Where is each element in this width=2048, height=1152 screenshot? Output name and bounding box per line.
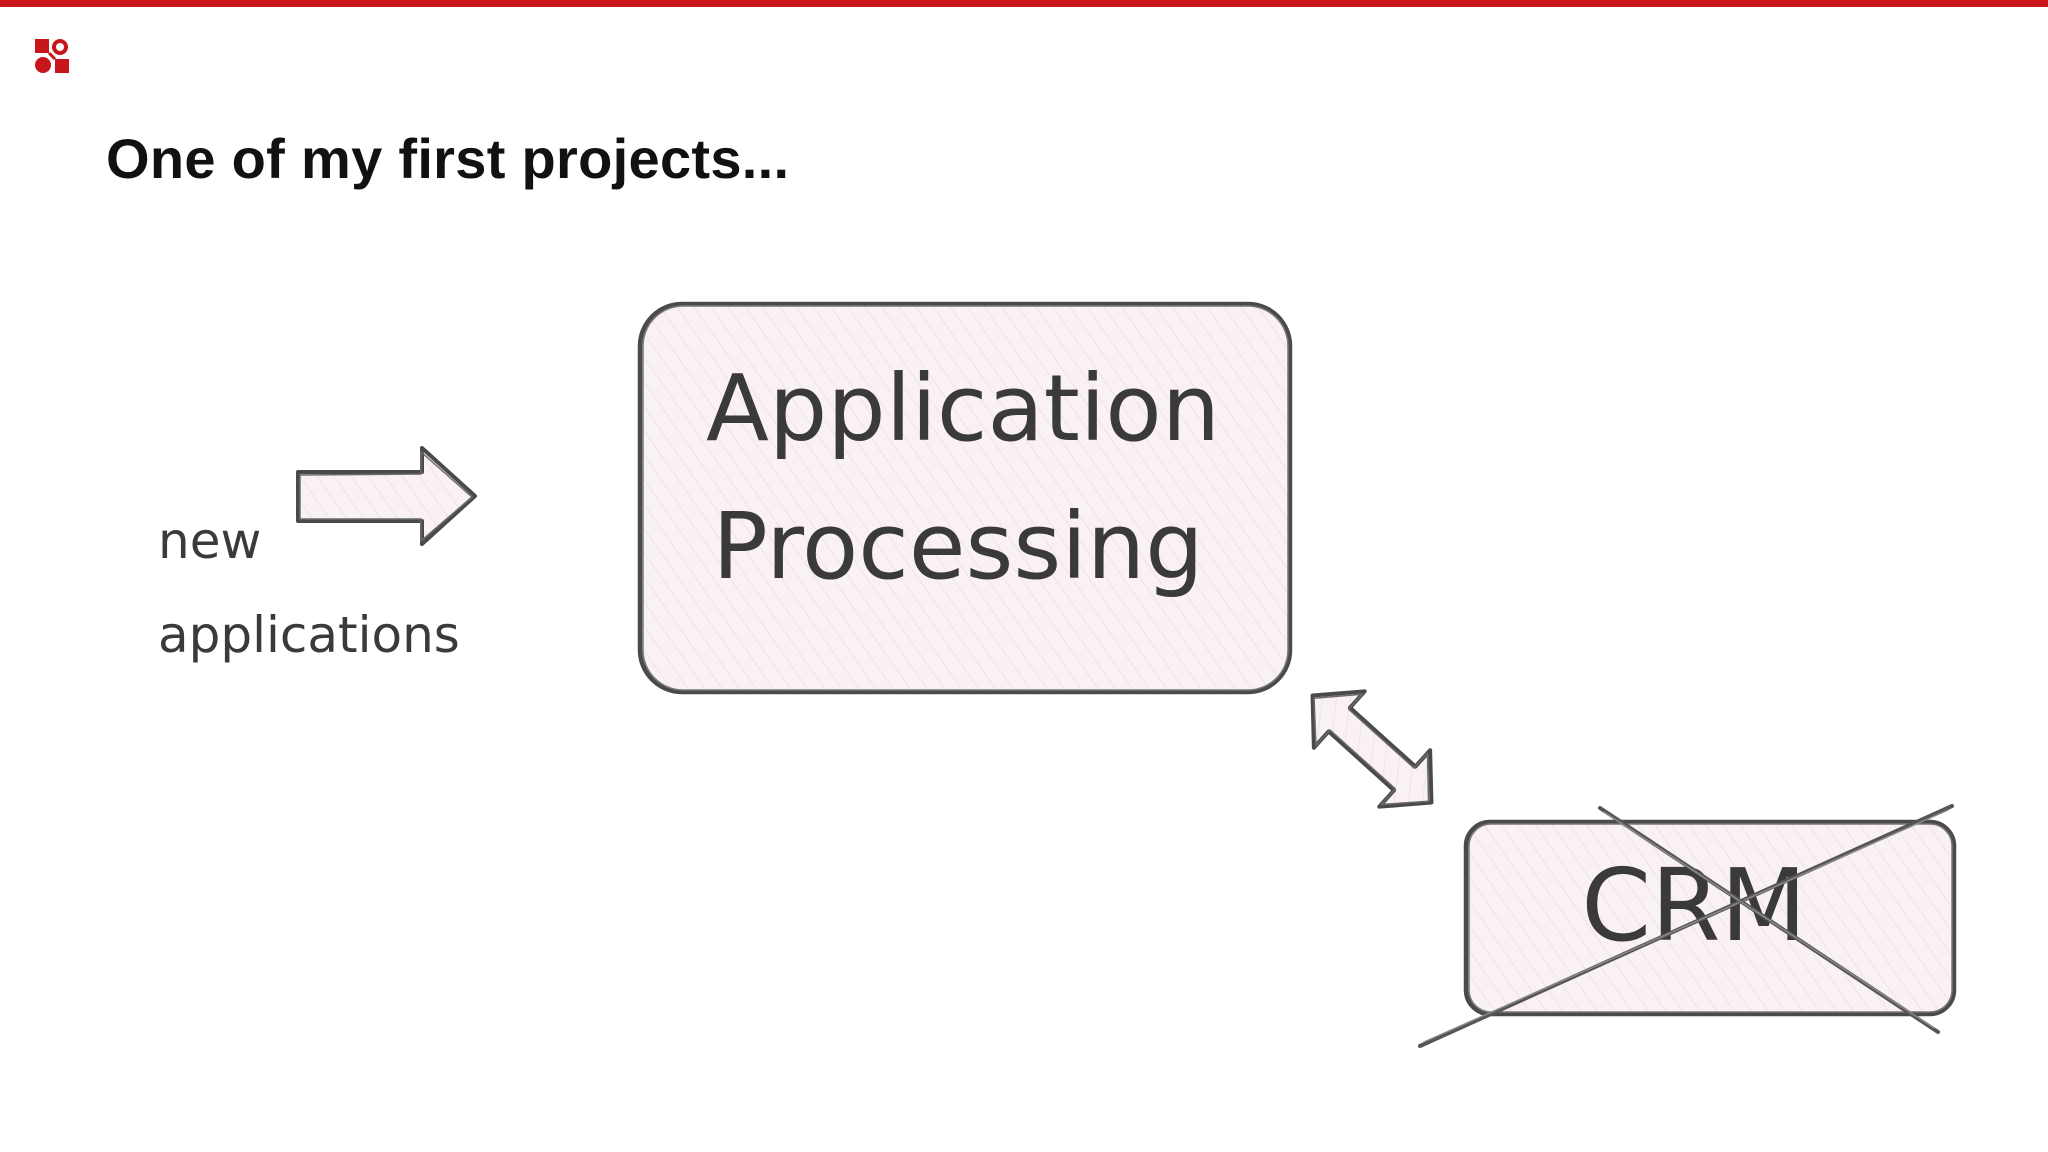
application-processing-box [637,301,1293,695]
main-box-label-line1: Application [706,355,1220,462]
input-label-new: new [158,512,261,570]
main-box-label-line2: Processing [712,493,1203,600]
crossed-out-mark [1418,804,1954,1048]
page-title: One of my first projects... [106,127,790,190]
top-accent-bar [0,0,2048,7]
crm-box [1463,819,1957,1017]
crm-box-label: CRM [1581,847,1807,964]
company-logo-icon [33,37,71,75]
right-arrow-icon [296,446,477,546]
input-label-applications: applications [158,606,460,664]
double-arrow-icon [1310,689,1434,809]
